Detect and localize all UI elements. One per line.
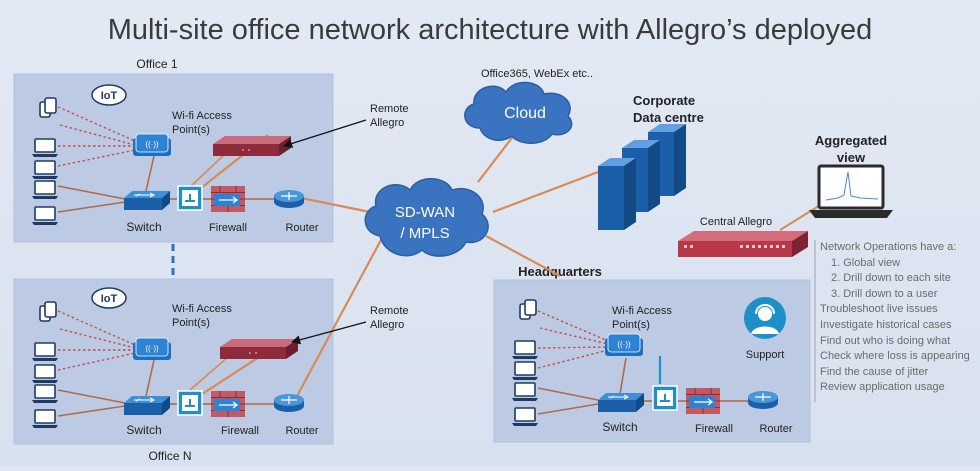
laptop-icon: [31, 364, 59, 384]
noc-item: Review application usage: [820, 381, 945, 394]
office-1-area: [13, 73, 334, 243]
central-allegro-label: Central Allegro: [700, 216, 772, 228]
cloud-services-label: Office365, WebEx etc..: [481, 68, 593, 80]
firewall-label: Firewall: [221, 425, 259, 437]
data-centre-servers-icon: [598, 124, 686, 230]
remote-allegro-appliance-icon: [213, 136, 291, 156]
switch-icon: [123, 395, 171, 416]
data-centre-label: Corporate: [633, 93, 695, 108]
router-label: Router: [285, 425, 318, 437]
router-label: Router: [285, 222, 318, 234]
remote-allegro-appliance-icon: [220, 339, 298, 359]
noc-capabilities-panel: Network Operations have a: 1. Global vie…: [820, 240, 970, 396]
sdwan-label: SD-WAN: [395, 204, 455, 221]
firewall-icon: [685, 387, 721, 415]
remote-allegro-arrow: [283, 119, 367, 148]
iot-label: IoT: [101, 293, 118, 305]
noc-numbered-item: 2. Drill down to each site: [831, 272, 951, 285]
wifi-label: Wi-fi Access: [612, 305, 672, 317]
switch-label: Switch: [126, 220, 161, 234]
router-icon: [273, 189, 305, 209]
aggregated-view-label: Aggregated: [815, 133, 887, 148]
noc-item: Find the cause of jitter: [820, 365, 929, 378]
remote-allegro-label: Remote: [370, 305, 409, 317]
noc-item: Find out who is doing what: [820, 334, 951, 347]
support-headset-icon: [744, 297, 786, 339]
office-n: IoT Wi-fi Access Point(s) Switch Firewal…: [31, 287, 409, 437]
sdwan-cloud-icon: [364, 178, 489, 257]
remote-allegro-label: Allegro: [370, 117, 404, 129]
remote-allegro-arrow: [291, 321, 367, 345]
laptop-icon: [31, 206, 59, 226]
support-label: Support: [746, 349, 785, 361]
wifi-label: Point(s): [172, 124, 210, 136]
laptop-icon: [511, 407, 539, 427]
iot-label: IoT: [101, 90, 118, 102]
firewall-label: Firewall: [695, 423, 733, 435]
office-n-area: [13, 278, 334, 445]
wifi-access-point-icon: [132, 133, 172, 157]
wan-links: [195, 129, 823, 399]
iot-icon: [91, 287, 127, 309]
firewall-icon: [210, 390, 246, 418]
laptop-icon: [31, 160, 59, 180]
switch-icon: [597, 392, 645, 413]
aggregated-view-label: view: [837, 150, 866, 165]
router-icon: [747, 390, 779, 410]
laptop-icon: [31, 138, 59, 158]
headquarters-site: Wi-fi Access Point(s) Switch Firewall Ro…: [511, 297, 793, 435]
laptop-icon: [511, 361, 539, 381]
page-title: Multi-site office network architecture w…: [108, 14, 873, 46]
tap-probe-icon: [652, 385, 678, 411]
iot-icon: [91, 84, 127, 106]
wifi-access-point-icon: [132, 337, 172, 361]
remote-allegro-label: Allegro: [370, 319, 404, 331]
wifi-label: Point(s): [612, 319, 650, 331]
router-icon: [273, 393, 305, 413]
cloud-label: Cloud: [504, 105, 546, 122]
noc-item: Troubleshoot live issues: [820, 303, 938, 316]
office-1-label: Office 1: [136, 57, 177, 71]
tap-probe-icon: [177, 390, 203, 416]
noc-heading: Network Operations have a:: [820, 241, 957, 253]
noc-numbered-item: 3. Drill down to a user: [831, 287, 938, 300]
switch-icon: [123, 190, 171, 211]
wifi-label: Wi-fi Access: [172, 303, 232, 315]
noc-item: Check where loss is appearing: [820, 350, 970, 363]
laptop-icon: [31, 409, 59, 429]
office-1: IoT Wi-fi Access Point(s) Switch Firewal…: [31, 84, 409, 234]
laptop-icon: [511, 382, 539, 402]
remote-allegro-label: Remote: [370, 103, 409, 115]
cloud-icon: [464, 81, 573, 144]
firewall-icon: [210, 185, 246, 213]
headquarters-label: Headquarters: [518, 264, 602, 279]
aggregated-view-laptop-icon: [809, 164, 893, 218]
wifi-label: Point(s): [172, 317, 210, 329]
wifi-label: Wi-fi Access: [172, 110, 232, 122]
office-n-label: Office N: [148, 449, 191, 463]
sdwan-label: / MPLS: [400, 225, 449, 242]
noc-numbered-item: 1. Global view: [831, 256, 901, 269]
data-centre-label: Data centre: [633, 110, 704, 125]
switch-label: Switch: [602, 420, 637, 434]
laptop-icon: [511, 340, 539, 360]
wifi-access-point-icon: [604, 333, 644, 357]
router-label: Router: [759, 423, 792, 435]
firewall-label: Firewall: [209, 222, 247, 234]
laptop-icon: [31, 384, 59, 404]
central-allegro-appliance-icon: [678, 231, 808, 257]
laptop-icon: [31, 342, 59, 362]
noc-item: Investigate historical cases: [820, 318, 952, 331]
tap-probe-icon: [177, 185, 203, 211]
switch-label: Switch: [126, 423, 161, 437]
laptop-icon: [31, 180, 59, 200]
